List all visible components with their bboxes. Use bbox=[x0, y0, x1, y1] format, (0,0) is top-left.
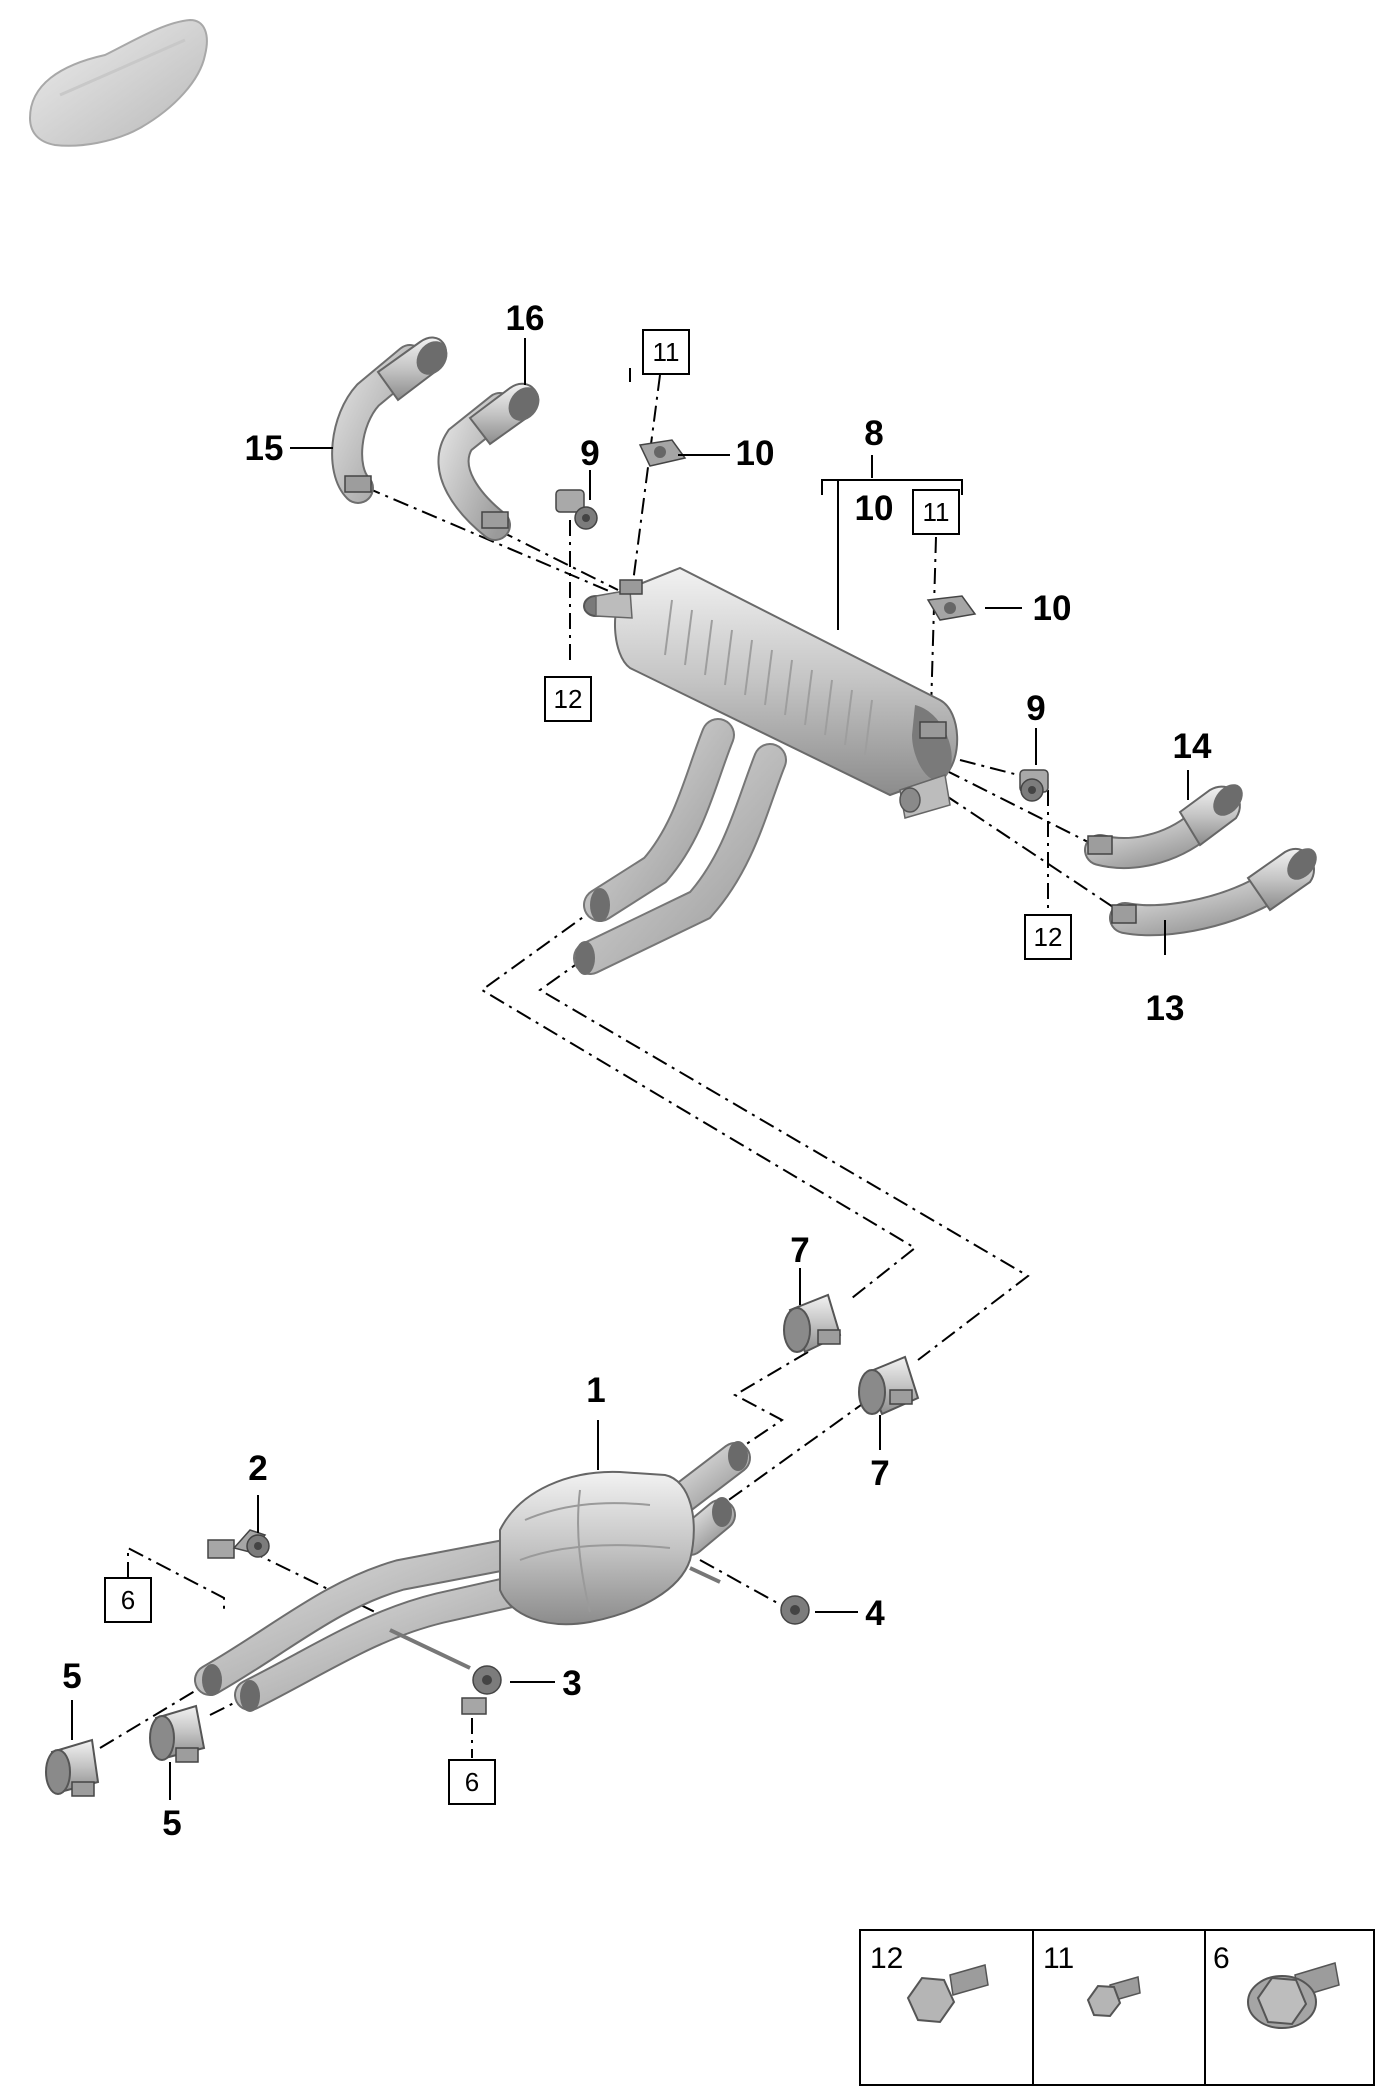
callout-13: 13 bbox=[1146, 989, 1185, 1028]
svg-text:6: 6 bbox=[121, 1585, 135, 1615]
clamp-5-right bbox=[149, 1704, 206, 1763]
hanger-3 bbox=[461, 1665, 502, 1715]
callout-3: 3 bbox=[562, 1664, 581, 1703]
hex-bolt-icon bbox=[906, 1964, 989, 2024]
callout-10-right: 10 bbox=[1033, 589, 1072, 628]
bracket-10-left bbox=[638, 439, 687, 467]
callout-5-right: 5 bbox=[162, 1804, 181, 1843]
bolt-legend-table: 12 11 6 bbox=[859, 1929, 1375, 2086]
svg-text:6: 6 bbox=[465, 1767, 479, 1797]
callout-9-left: 9 bbox=[580, 434, 599, 473]
legend-cell-6: 6 bbox=[1213, 1942, 1340, 2029]
rubber-mount-9-left bbox=[555, 489, 598, 530]
callout-15: 15 bbox=[245, 429, 284, 468]
callout-7-lower: 7 bbox=[870, 1454, 889, 1493]
clamp-7-upper bbox=[783, 1293, 842, 1354]
svg-text:12: 12 bbox=[1034, 922, 1063, 952]
boxed-ref-12-left: 12 bbox=[544, 676, 592, 722]
tailpipe-14 bbox=[1084, 784, 1243, 869]
leader-lines bbox=[71, 338, 1189, 1800]
svg-text:11: 11 bbox=[923, 497, 950, 527]
svg-text:6: 6 bbox=[1213, 1942, 1230, 1975]
hanger-2 bbox=[207, 1529, 270, 1559]
callout-16: 16 bbox=[506, 299, 545, 338]
callout-2: 2 bbox=[248, 1449, 267, 1488]
callout-7-upper: 7 bbox=[790, 1231, 809, 1270]
boxed-ref-11-right: 11 bbox=[912, 489, 960, 535]
boxed-ref-6-left: 6 bbox=[104, 1577, 152, 1623]
callout-1: 1 bbox=[586, 1371, 605, 1410]
callout-10-left: 10 bbox=[736, 434, 775, 473]
clamp-7-lower bbox=[858, 1355, 920, 1416]
legend-cell-11: 11 bbox=[1043, 1942, 1141, 2018]
callout-9-right: 9 bbox=[1026, 689, 1045, 728]
tailpipe-15 bbox=[331, 336, 448, 504]
callout-8: 8 bbox=[864, 414, 883, 453]
callout-5-left: 5 bbox=[62, 1657, 81, 1696]
flange-hex-bolt-icon bbox=[1247, 1962, 1340, 2029]
legend-cell-12: 12 bbox=[870, 1942, 989, 2024]
svg-text:11: 11 bbox=[1043, 1942, 1074, 1975]
boxed-ref-11-left: 11 bbox=[642, 329, 690, 375]
car-thumbnail-icon bbox=[28, 18, 208, 147]
clamp-5-left bbox=[45, 1738, 100, 1797]
svg-text:11: 11 bbox=[653, 337, 680, 367]
svg-text:12: 12 bbox=[554, 684, 583, 714]
rear-silencer bbox=[573, 566, 959, 975]
svg-text:12: 12 bbox=[870, 1942, 903, 1975]
boxed-ref-12-right: 12 bbox=[1024, 914, 1072, 960]
small-hex-bolt-icon bbox=[1086, 1976, 1141, 2018]
center-silencer-pipe-1 bbox=[194, 1441, 751, 1712]
callout-14: 14 bbox=[1173, 727, 1212, 766]
callout-labels: 16 15 9 10 8 10 10 9 14 13 7 7 1 2 3 4 5… bbox=[62, 299, 1212, 1843]
callout-4: 4 bbox=[865, 1594, 885, 1633]
bracket-10-right bbox=[926, 595, 977, 621]
hanger-4 bbox=[780, 1595, 810, 1625]
callout-10-middle: 10 bbox=[855, 489, 894, 528]
boxed-refs: 11 12 11 12 6 6 bbox=[104, 329, 1072, 1805]
rubber-mount-9-right bbox=[1019, 769, 1049, 802]
tailpipe-16 bbox=[437, 382, 540, 541]
boxed-ref-6-bottom: 6 bbox=[448, 1759, 496, 1805]
tailpipe-13 bbox=[1109, 847, 1317, 937]
